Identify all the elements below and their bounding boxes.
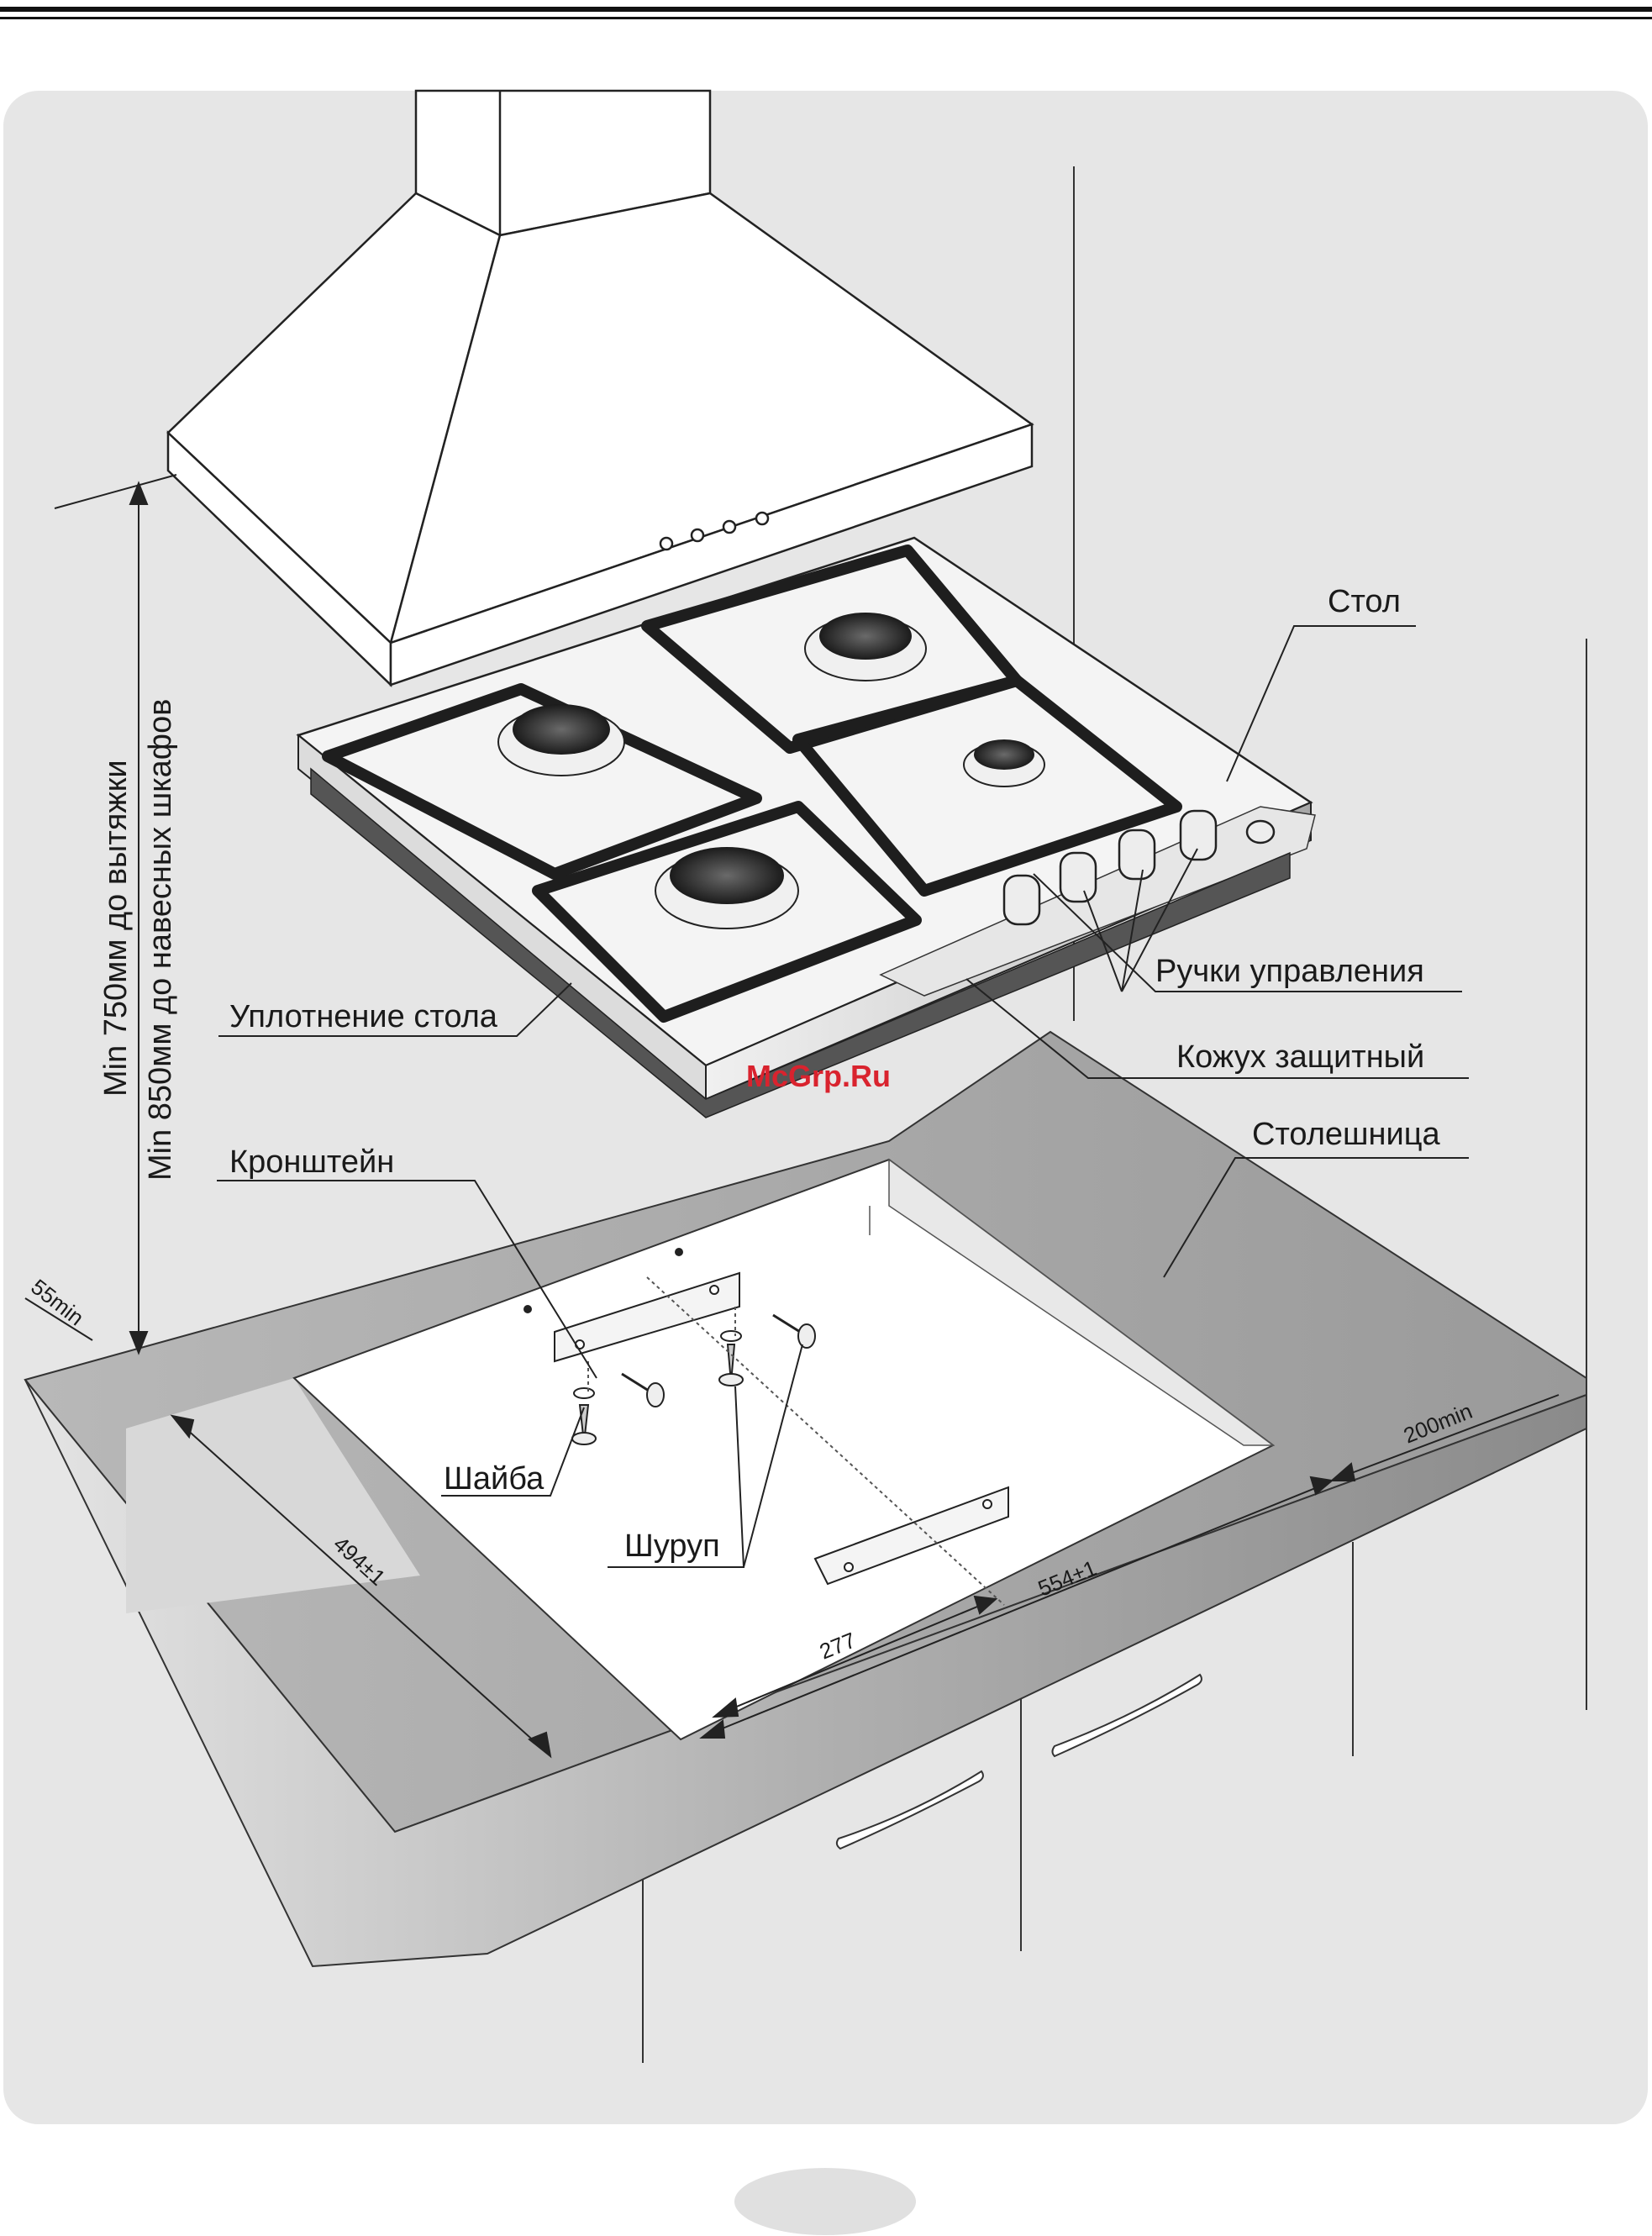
washer-2	[721, 1331, 741, 1341]
label-worktop: Столешница	[1252, 1117, 1440, 1152]
page-number-oval	[734, 2168, 916, 2235]
washer-1	[574, 1388, 594, 1398]
label-washer: Шайба	[444, 1461, 545, 1497]
label-table: Стол	[1328, 584, 1401, 619]
label-seal: Уплотнение стола	[229, 999, 498, 1034]
hole-1	[523, 1305, 532, 1313]
label-screw: Шуруп	[624, 1528, 720, 1564]
label-bracket: Кронштейн	[229, 1144, 394, 1180]
hole-2	[675, 1248, 683, 1256]
watermark: McGrp.Ru	[746, 1059, 891, 1093]
dim-hood-min: Min 750мм до вытяжки	[98, 760, 134, 1097]
dim-cabinet-min: Min 850мм до навесных шкафов	[143, 699, 178, 1181]
top-rule	[0, 7, 1652, 19]
label-cover: Кожух защитный	[1176, 1039, 1424, 1075]
label-controls: Ручки управления	[1155, 954, 1424, 989]
